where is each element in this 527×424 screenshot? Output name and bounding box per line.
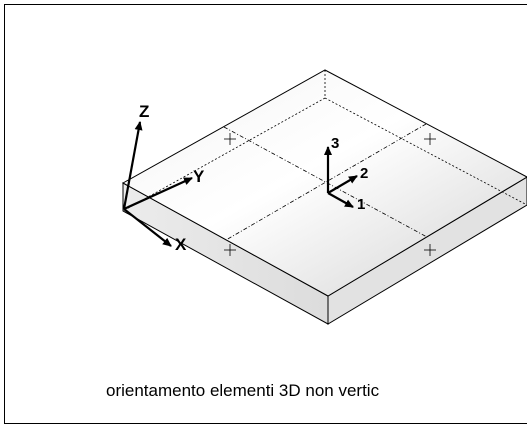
hidden-edges	[122, 70, 527, 212]
slab-diagram: Z Y X 3 2 1	[121, 69, 527, 325]
local-axis-3-label: 3	[331, 135, 339, 152]
z-axis-label: Z	[139, 102, 149, 121]
caption-text: orientamento elementi 3D non vertic	[106, 381, 380, 400]
local-axis-2-label: 2	[360, 165, 368, 182]
local-axis-1	[327, 192, 354, 208]
local-axes	[324, 146, 358, 208]
z-axis	[122, 121, 143, 210]
slab-top-face	[121, 69, 527, 297]
local-axis-1-label: 1	[357, 196, 365, 213]
x-axis-label: X	[175, 235, 187, 254]
y-axis	[123, 176, 193, 211]
y-axis-label: Y	[193, 167, 205, 186]
global-axes	[122, 121, 193, 247]
centerlines	[223, 123, 428, 241]
local-axis-2	[327, 175, 358, 194]
cross-marks	[224, 133, 436, 256]
x-axis	[123, 208, 172, 247]
